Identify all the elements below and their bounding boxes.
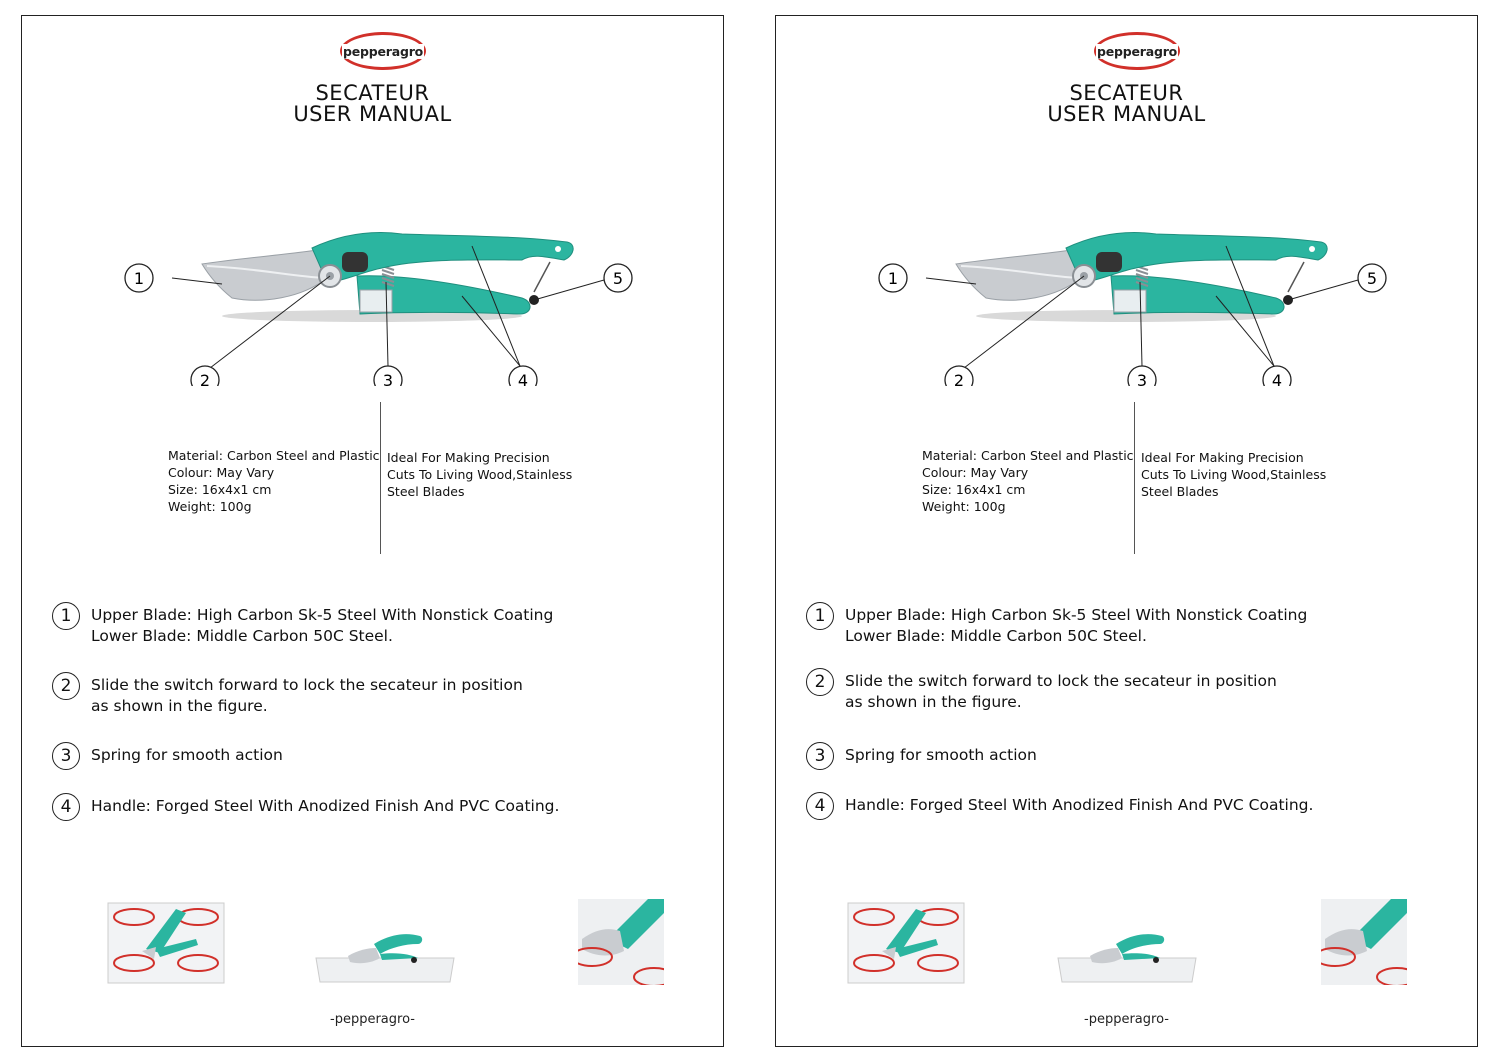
spec-colour: Colour: May Vary <box>168 465 275 480</box>
logo-text: pepperagro <box>1095 43 1179 59</box>
callout-3-label: 3 <box>383 371 393 386</box>
callout-1-label: 1 <box>134 269 144 288</box>
callout-2: 2 <box>190 275 331 386</box>
list-line: Lower Blade: Middle Carbon 50C Steel. <box>91 627 393 645</box>
callout-2: 2 <box>944 275 1085 386</box>
footer-brand: -pepperagro- <box>330 1012 415 1027</box>
spec-material: Material: Carbon Steel and Plastic <box>922 448 1134 463</box>
callout-4-label: 4 <box>1272 371 1282 386</box>
spec-colour: Colour: May Vary <box>922 465 1029 480</box>
list-line: Upper Blade: High Carbon Sk-5 Steel With… <box>845 606 1308 624</box>
list-line: Handle: Forged Steel With Anodized Finis… <box>91 797 560 815</box>
ideal-for-block: Ideal For Making Precision Cuts To Livin… <box>387 449 572 500</box>
specs-block: Material: Carbon Steel and Plastic Colou… <box>922 447 1134 515</box>
package-thumbnail-3 <box>578 899 664 985</box>
callout-2-label: 2 <box>954 371 964 386</box>
spec-size: Size: 16x4x1 cm <box>168 482 272 497</box>
package-thumbnail-1 <box>847 902 965 984</box>
list-text: Upper Blade: High Carbon Sk-5 Steel With… <box>91 605 553 647</box>
callout-1: 1 <box>124 263 223 293</box>
ideal-for-block: Ideal For Making Precision Cuts To Livin… <box>1141 449 1326 500</box>
list-line: Upper Blade: High Carbon Sk-5 Steel With… <box>91 606 554 624</box>
callout-4: 4 <box>1215 245 1292 386</box>
logo-text: pepperagro <box>341 43 425 59</box>
title-line-2: USER MANUAL <box>293 102 452 126</box>
list-line: Spring for smooth action <box>845 746 1037 764</box>
list-line: Lower Blade: Middle Carbon 50C Steel. <box>845 627 1147 645</box>
secateur-illustration: 1 2 3 4 5 <box>124 232 633 386</box>
list-line: Handle: Forged Steel With Anodized Finis… <box>845 796 1314 814</box>
vertical-divider <box>380 402 381 554</box>
list-text: Spring for smooth action <box>91 745 283 766</box>
list-text: Slide the switch forward to lock the sec… <box>91 675 523 717</box>
callout-3: 3 <box>373 281 403 386</box>
manual-page-left: pepperagro SECATEUR USER MANUAL 1 <box>21 15 724 1047</box>
package-thumbnail-2 <box>315 934 455 983</box>
specs-block: Material: Carbon Steel and Plastic Colou… <box>168 447 380 515</box>
callout-5-label: 5 <box>1367 269 1377 288</box>
callout-3: 3 <box>1127 281 1157 386</box>
callout-5: 5 <box>1287 263 1387 301</box>
spec-size: Size: 16x4x1 cm <box>922 482 1026 497</box>
callout-4-label: 4 <box>518 371 528 386</box>
callout-1-label: 1 <box>888 269 898 288</box>
ideal-line: Cuts To Living Wood,Stainless <box>1141 467 1327 482</box>
list-text: Handle: Forged Steel With Anodized Finis… <box>91 796 559 817</box>
secateur-illustration: 1 2 3 4 5 <box>878 232 1387 386</box>
list-text: Handle: Forged Steel With Anodized Finis… <box>845 795 1313 816</box>
list-line: Slide the switch forward to lock the sec… <box>91 676 523 694</box>
ideal-line: Steel Blades <box>1141 484 1219 499</box>
package-thumbnail-1 <box>107 902 225 984</box>
package-thumbnail-2 <box>1057 934 1197 983</box>
callout-2-label: 2 <box>200 371 210 386</box>
callout-4: 4 <box>461 245 538 386</box>
manual-page-right: pepperagro SECATEUR USER MANUAL 1 2 <box>775 15 1478 1047</box>
ideal-line: Ideal For Making Precision <box>1141 450 1304 465</box>
list-line: Spring for smooth action <box>91 746 283 764</box>
ideal-line: Cuts To Living Wood,Stainless <box>387 467 573 482</box>
list-line: as shown in the figure. <box>91 697 268 715</box>
callout-1: 1 <box>878 263 977 293</box>
brand-logo: pepperagro <box>340 32 426 70</box>
list-line: as shown in the figure. <box>845 693 1022 711</box>
list-text: Slide the switch forward to lock the sec… <box>845 671 1277 713</box>
footer-brand: -pepperagro- <box>1084 1012 1169 1027</box>
title-line-1: SECATEUR <box>1069 81 1184 105</box>
callout-3-label: 3 <box>1137 371 1147 386</box>
package-thumbnail-3 <box>1321 899 1407 985</box>
spec-material: Material: Carbon Steel and Plastic <box>168 448 380 463</box>
callout-5: 5 <box>533 263 633 301</box>
title-line-2: USER MANUAL <box>1047 102 1206 126</box>
list-line: Slide the switch forward to lock the sec… <box>845 672 1277 690</box>
brand-logo: pepperagro <box>1094 32 1180 70</box>
spec-weight: Weight: 100g <box>168 499 252 514</box>
spec-weight: Weight: 100g <box>922 499 1006 514</box>
list-number: 2 <box>52 672 80 700</box>
list-number: 3 <box>52 742 80 770</box>
list-number: 3 <box>806 742 834 770</box>
list-number: 4 <box>806 792 834 820</box>
title-line-1: SECATEUR <box>315 81 430 105</box>
callout-5-label: 5 <box>613 269 623 288</box>
list-text: Spring for smooth action <box>845 745 1037 766</box>
ideal-line: Ideal For Making Precision <box>387 450 550 465</box>
list-text: Upper Blade: High Carbon Sk-5 Steel With… <box>845 605 1307 647</box>
list-number: 1 <box>52 602 80 630</box>
vertical-divider <box>1134 402 1135 554</box>
list-number: 2 <box>806 668 834 696</box>
ideal-line: Steel Blades <box>387 484 465 499</box>
list-number: 4 <box>52 793 80 821</box>
list-number: 1 <box>806 602 834 630</box>
